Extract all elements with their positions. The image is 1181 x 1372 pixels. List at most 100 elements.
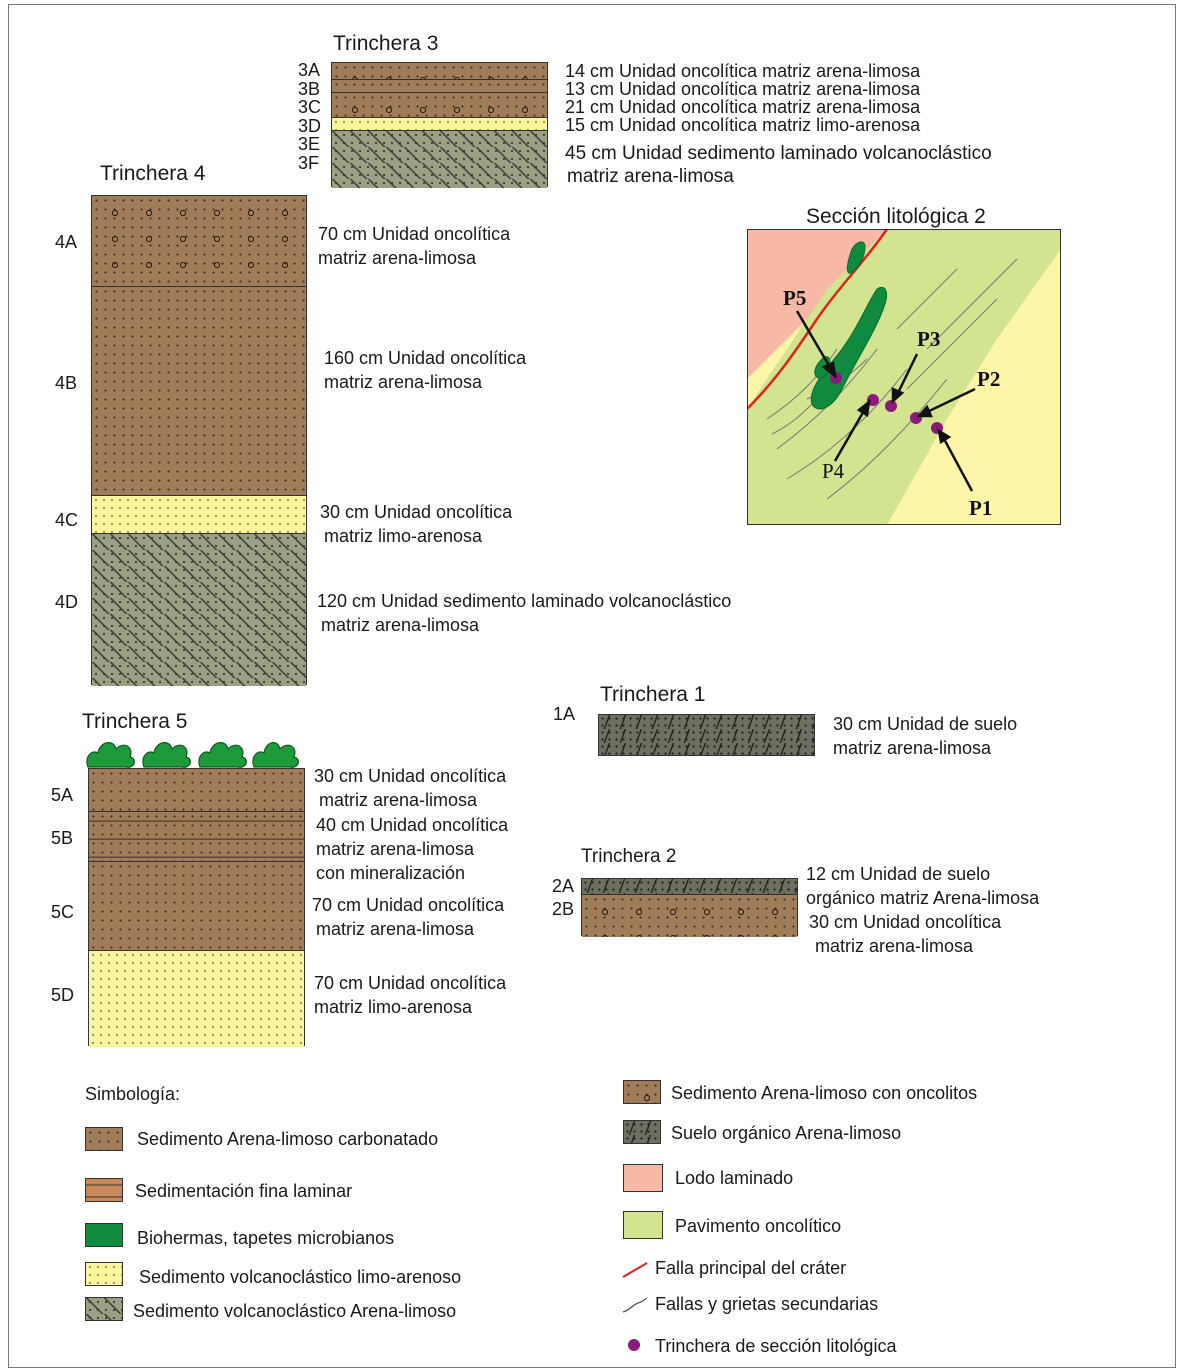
- legend-swatch-lodo: [623, 1164, 663, 1192]
- legend-label-carbonated: Sedimento Arena-limoso carbonatado: [137, 1129, 439, 1149]
- desc-1a: 30 cm Unidad de suelo matriz arena-limos…: [833, 712, 1017, 760]
- desc-4a: 70 cm Unidad oncolítica matriz arena-lim…: [318, 222, 510, 270]
- plant-icon-1: [86, 742, 135, 768]
- desc-3b: 13 cm Unidad oncolítica matriz arena-lim…: [565, 79, 921, 99]
- layer-3b: [332, 80, 547, 93]
- desc-4a-line2: matriz arena-limosa: [318, 248, 477, 268]
- layer-3d: [332, 118, 547, 131]
- layer-5c: [89, 862, 304, 951]
- desc-3d: 15 cm Unidad oncolítica matriz limo-aren…: [565, 115, 921, 135]
- legend-swatch-arena-limoso: [85, 1297, 123, 1321]
- plant-icon-4: [252, 742, 299, 768]
- trinchera2-column: [581, 878, 798, 937]
- trinchera5-title: Trinchera 5: [82, 710, 188, 733]
- legend-label-lodo: Lodo laminado: [675, 1168, 794, 1188]
- layer-5a: [89, 769, 304, 812]
- trinchera2-title: Trinchera 2: [581, 846, 677, 867]
- legend-swatch-oncolitos: [623, 1080, 661, 1104]
- legend-label-oncolitos: Sedimento Arena-limoso con oncolitos: [671, 1083, 978, 1103]
- code-1a: 1A: [553, 704, 576, 724]
- trinchera1-column: [598, 714, 815, 756]
- code-5d: 5D: [51, 985, 75, 1005]
- layer-4c: [92, 496, 306, 534]
- legend-swatch-biohermas: [85, 1223, 123, 1247]
- desc-5b-line3: con mineralización: [316, 863, 466, 883]
- desc-1a-line1: 30 cm Unidad de suelo: [833, 714, 1018, 734]
- desc-5d: 70 cm Unidad oncolítica matriz limo-aren…: [314, 971, 506, 1019]
- code-4d: 4D: [55, 592, 79, 612]
- desc-3e: 45 cm Unidad sedimento laminado volcanoc…: [565, 143, 992, 164]
- label-p1: P1: [969, 496, 992, 520]
- desc-5c: 70 cm Unidad oncolítica matriz arena-lim…: [312, 893, 504, 941]
- layer-5b: [89, 812, 304, 862]
- code-3b: 3B: [298, 78, 321, 99]
- code-4c: 4C: [55, 510, 79, 530]
- desc-4b-line1: 160 cm Unidad oncolítica: [324, 348, 527, 368]
- code-4b: 4B: [55, 373, 78, 393]
- legend-label-limo-arenoso: Sedimento volcanoclástico limo-arenoso: [139, 1267, 462, 1287]
- trinchera1-title: Trinchera 1: [600, 683, 706, 706]
- desc-4b: 160 cm Unidad oncolítica matriz arena-li…: [324, 346, 526, 394]
- code-2a: 2A: [552, 876, 575, 896]
- trinchera3-desc-bottom: 45 cm Unidad sedimento laminado volcanoc…: [565, 142, 992, 188]
- code-5b: 5B: [51, 828, 74, 848]
- layer-5d: [89, 951, 304, 1047]
- desc-5c-line2: matriz arena-limosa: [316, 919, 475, 939]
- plant-icon-2: [142, 742, 191, 768]
- trinchera3-codes: 3A 3B 3C 3D 3E 3F: [298, 61, 321, 172]
- desc-5a-line1: 30 cm Unidad oncolítica: [314, 766, 507, 786]
- legend-label-biohermas: Biohermas, tapetes microbianos: [137, 1228, 395, 1248]
- code-4a: 4A: [55, 232, 78, 252]
- trinchera2-descs: 12 cm Unidad de suelo orgánico matriz Ar…: [806, 862, 1039, 958]
- main-fault-line: [747, 229, 889, 410]
- layer-2a: [582, 879, 797, 895]
- desc-4b-line2: matriz arena-limosa: [324, 372, 483, 392]
- section-map-title: Sección litológica 2: [806, 205, 986, 228]
- point-p3-dot: [885, 400, 897, 412]
- desc-3a: 14 cm Unidad oncolítica matriz arena-lim…: [565, 61, 921, 81]
- desc-3f: matriz arena-limosa: [567, 166, 734, 187]
- desc-4d-line1: 120 cm Unidad sedimento laminado volcano…: [317, 591, 732, 611]
- layer-2b: [582, 895, 797, 937]
- legend-label-laminar: Sedimentación fina laminar: [135, 1181, 353, 1201]
- legend-title: Simbología:: [85, 1084, 181, 1104]
- code-3a: 3A: [298, 60, 321, 80]
- desc-1a-line2: matriz arena-limosa: [833, 738, 992, 758]
- desc-4c-line2: matriz limo-arenosa: [324, 526, 483, 546]
- label-p3: P3: [917, 327, 940, 351]
- desc-5a-line2: matriz arena-limosa: [319, 790, 478, 810]
- desc-4d-line2: matriz arena-limosa: [321, 615, 480, 635]
- code-2b: 2B: [552, 899, 575, 919]
- desc-2b-line2: matriz arena-limosa: [815, 936, 974, 956]
- trinchera5-column: [88, 768, 305, 1047]
- desc-5b-line2: matriz arena-limosa: [316, 839, 475, 859]
- layer-4d: [92, 534, 306, 686]
- oncolitic-pavement-area: [747, 229, 1061, 525]
- desc-5c-line1: 70 cm Unidad oncolítica: [312, 895, 505, 915]
- legend-fault-line-icon: [622, 1262, 648, 1278]
- code-3d: 3D: [298, 115, 322, 136]
- code-3c: 3C: [298, 97, 322, 117]
- label-p4: P4: [822, 459, 845, 483]
- secondary-faults: [766, 258, 1018, 500]
- desc-4a-line1: 70 cm Unidad oncolítica: [318, 224, 511, 244]
- legend-secondary-fault-icon: [622, 1297, 648, 1313]
- legend-label-fallas-secundarias: Fallas y grietas secundarias: [655, 1294, 879, 1314]
- code-3f: 3F: [298, 152, 320, 173]
- desc-4c: 30 cm Unidad oncolítica matriz limo-aren…: [320, 500, 512, 548]
- desc-5b-line1: 40 cm Unidad oncolítica: [316, 815, 509, 835]
- section-map: P1 P2 P3 P4 P5: [747, 229, 1061, 525]
- legend-label-arena-limoso: Sedimento volcanoclástico Arena-limoso: [133, 1301, 457, 1321]
- trinchera4-title: Trinchera 4: [100, 162, 206, 185]
- desc-5b: 40 cm Unidad oncolítica matriz arena-lim…: [316, 813, 508, 885]
- legend-label-suelo: Suelo orgánico Arena-limoso: [671, 1123, 902, 1143]
- vegetation-icons: [86, 742, 299, 768]
- layer-3ef: [332, 131, 547, 188]
- trinchera3-title: Trinchera 3: [333, 32, 439, 55]
- layer-4a: [92, 196, 306, 287]
- figure-frame: [8, 4, 1176, 1368]
- desc-4c-line1: 30 cm Unidad oncolítica: [320, 502, 513, 522]
- layer-3a: [332, 63, 547, 80]
- point-labels: P1 P2 P3 P4 P5: [783, 286, 1000, 520]
- legend-swatch-limo-arenoso: [85, 1262, 123, 1286]
